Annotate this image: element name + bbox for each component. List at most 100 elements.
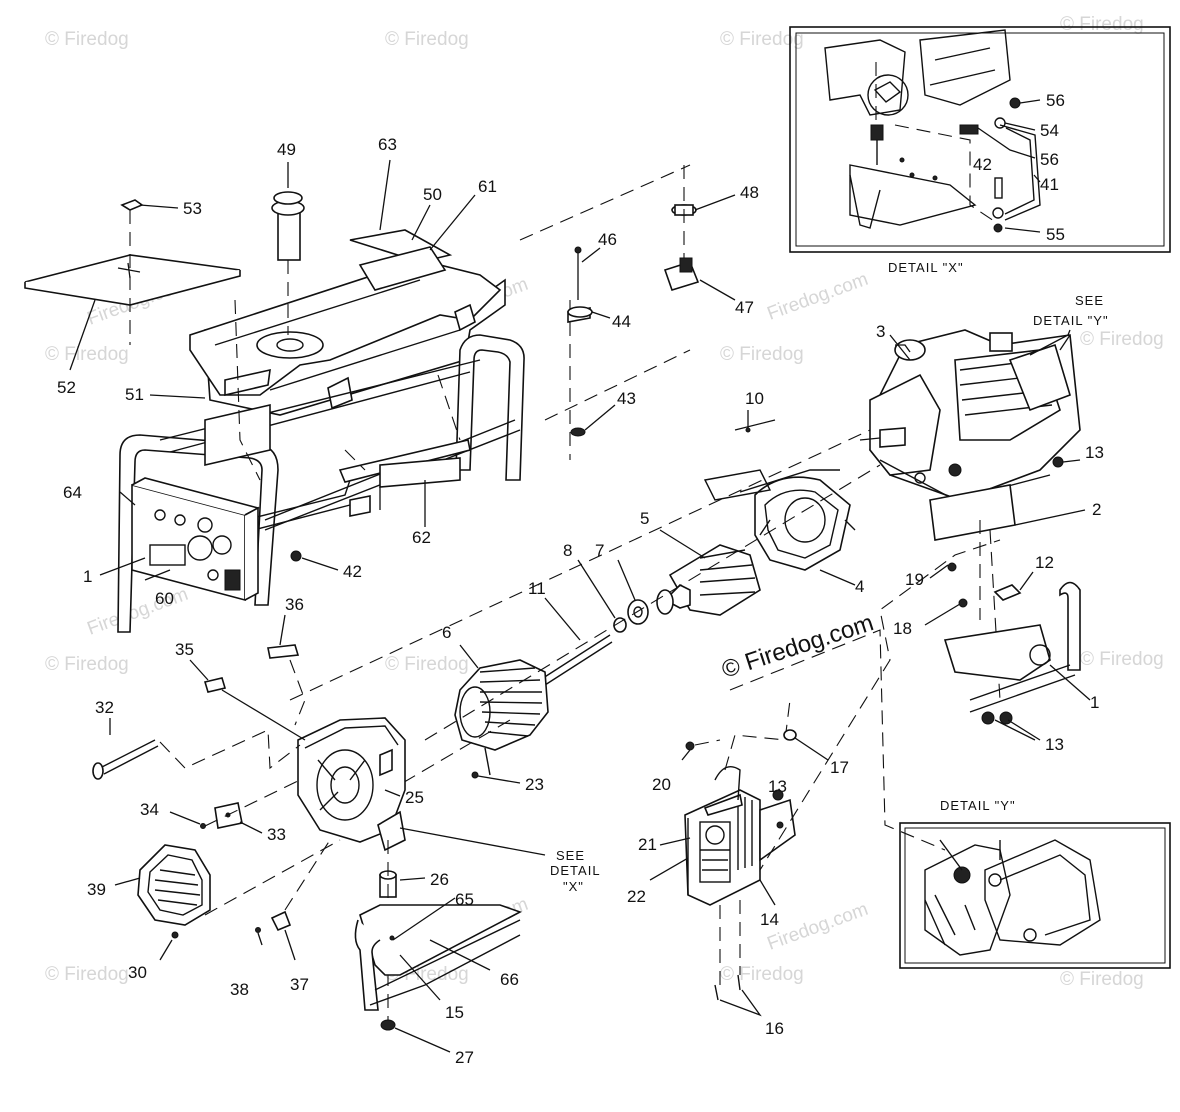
watermark: © Firedog — [45, 964, 129, 985]
part-number: 5 — [640, 509, 649, 528]
part-number: 11 — [528, 579, 546, 598]
part-number: 62 — [412, 528, 431, 547]
front-frame-cradle — [354, 897, 523, 1011]
watermark-site: Firedog.com — [765, 269, 871, 325]
part-number: 35 — [175, 640, 194, 659]
rear-bearing-carrier — [92, 614, 546, 1053]
part-number: 6 — [442, 623, 451, 642]
part-number: 20 — [652, 775, 671, 794]
part-number: 53 — [183, 199, 202, 218]
part-number: 13 — [1045, 735, 1064, 754]
part-number: 60 — [155, 589, 174, 608]
part-number: 61 — [478, 177, 497, 196]
part-number: 32 — [95, 698, 114, 717]
part-number: 7 — [595, 541, 604, 560]
part-number: 13 — [1085, 443, 1104, 462]
detail-x-inset: 56 54 56 41 42 55 DETAIL "X" — [789, 26, 1171, 275]
svg-text:SEE: SEE — [1075, 293, 1104, 308]
alternator-assembly — [289, 429, 881, 806]
part-number: 48 — [740, 183, 759, 202]
watermark-site: Firedog.com — [85, 584, 191, 640]
part-number: 21 — [638, 835, 657, 854]
part-number: 47 — [735, 298, 754, 317]
part-number: 34 — [140, 800, 159, 819]
detail-y-inset: DETAIL "Y" — [899, 798, 1171, 969]
rear-frame-bracket — [924, 562, 1091, 741]
leader-lines — [290, 410, 776, 571]
part-number: 42 — [343, 562, 362, 581]
part-number: 18 — [893, 619, 912, 638]
watermark: © Firedog — [45, 654, 129, 675]
watermark: © Firedog — [45, 344, 129, 365]
part-number: 14 — [760, 910, 779, 929]
detail-x-label: 41 — [1040, 175, 1059, 194]
part-number: 25 — [405, 788, 424, 807]
part-number: 23 — [525, 775, 544, 794]
fuel-tank-assembly — [24, 159, 506, 416]
watermark: © Firedog — [45, 29, 129, 50]
part-number: 12 — [1035, 553, 1054, 572]
part-number: 3 — [876, 322, 885, 341]
part-number: 44 — [612, 312, 631, 331]
watermark-main: © Firedog.com — [719, 609, 877, 683]
part-number: 22 — [627, 887, 646, 906]
part-number: 37 — [290, 975, 309, 994]
part-number: 36 — [285, 595, 304, 614]
part-number: 13 — [768, 777, 787, 796]
part-number: 30 — [128, 963, 147, 982]
part-number: 66 — [500, 970, 519, 989]
part-number: 10 — [745, 389, 764, 408]
part-number: 1 — [83, 567, 92, 586]
detail-y-caption: DETAIL "Y" — [940, 798, 1016, 813]
part-number: 50 — [423, 185, 442, 204]
svg-text:DETAIL "Y": DETAIL "Y" — [1033, 313, 1109, 328]
svg-text:DETAIL: DETAIL — [550, 863, 601, 878]
watermark: © Firedog — [720, 29, 804, 50]
watermark: © Firedog — [1060, 969, 1144, 990]
watermark-site: Firedog.com — [765, 899, 871, 955]
watermark: © Firedog — [1080, 329, 1164, 350]
part-number: 38 — [230, 980, 249, 999]
detail-x-label: 54 — [1040, 121, 1059, 140]
engine-assembly — [859, 329, 1081, 501]
see-detail-y-callout: SEE DETAIL "Y" — [1033, 293, 1109, 351]
part-number: 27 — [455, 1048, 474, 1067]
part-number: 39 — [87, 880, 106, 899]
part-number: 51 — [125, 385, 144, 404]
part-number: 26 — [430, 870, 449, 889]
muffler-assembly — [649, 539, 1001, 1017]
watermark: © Firedog — [385, 29, 469, 50]
see-detail-x-callout: SEE DETAIL "X" — [550, 848, 601, 894]
part-number: 65 — [455, 890, 474, 909]
detail-x-label: 56 — [1040, 150, 1059, 169]
part-number-labels: 1 1 2 3 4 5 6 7 8 10 11 12 13 13 13 14 1… — [57, 135, 1104, 1067]
detail-x-caption: DETAIL "X" — [888, 260, 964, 275]
part-number: 49 — [277, 140, 296, 159]
part-number: 1 — [1090, 693, 1099, 712]
frame-assembly — [117, 299, 525, 633]
watermark: © Firedog — [720, 344, 804, 365]
svg-text:"X": "X" — [563, 879, 584, 894]
part-number: 43 — [617, 389, 636, 408]
part-number: 63 — [378, 135, 397, 154]
fuel-valve-parts — [519, 164, 736, 460]
watermark: © Firedog — [720, 964, 804, 985]
part-number: 64 — [63, 483, 82, 502]
part-number: 16 — [765, 1019, 784, 1038]
watermark: © Firedog — [1060, 14, 1144, 35]
part-number: 2 — [1092, 500, 1101, 519]
part-number: 15 — [445, 1003, 464, 1022]
part-number: 17 — [830, 758, 849, 777]
part-number: 19 — [905, 570, 924, 589]
part-number: 4 — [855, 577, 864, 596]
svg-text:SEE: SEE — [556, 848, 585, 863]
part-number: 46 — [598, 230, 617, 249]
part-number: 52 — [57, 378, 76, 397]
part-number: 33 — [267, 825, 286, 844]
detail-x-label: 55 — [1046, 225, 1065, 244]
watermark: © Firedog — [1080, 649, 1164, 670]
part-number: 8 — [563, 541, 572, 560]
detail-x-label: 42 — [973, 155, 992, 174]
detail-x-label: 56 — [1046, 91, 1065, 110]
